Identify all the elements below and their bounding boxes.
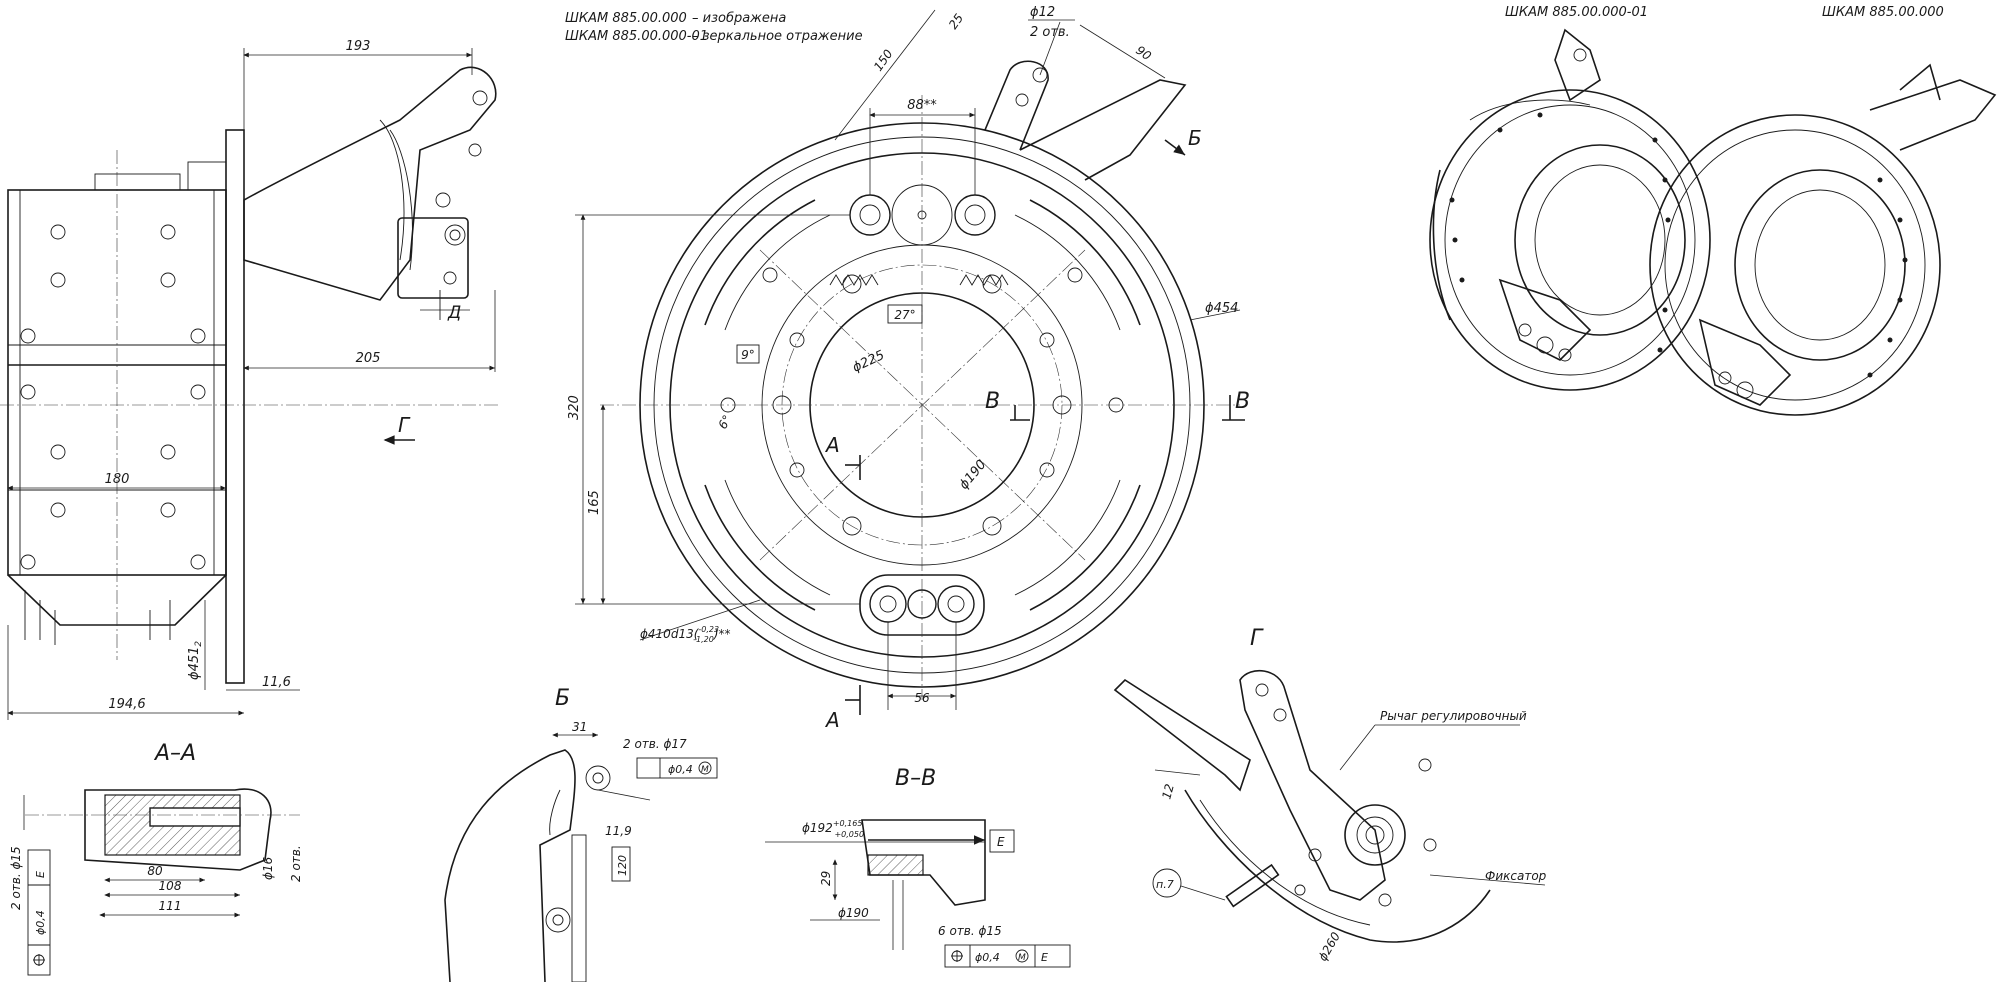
flange-plate xyxy=(225,129,245,684)
dim-d454: ϕ454 xyxy=(1205,301,1238,316)
dim-165: 165 xyxy=(587,490,602,515)
dim-9: 9° xyxy=(741,348,755,362)
view-b: Б 31 2 отв. ϕ17 ϕ0,4 M 11,9 120 xyxy=(444,686,718,982)
dim-aa-2otv-d15: 2 отв. ϕ15 xyxy=(9,846,23,910)
label-d: Д xyxy=(447,303,461,323)
dim-150: 150 xyxy=(871,47,896,74)
section-vv: В–В ϕ192+0,165+0,050 E 29 ϕ190 6 отв. ϕ1… xyxy=(765,766,1071,968)
tol-vv-datum: E xyxy=(1041,951,1048,964)
dim-193: 193 xyxy=(346,39,371,54)
side-view: 193 205 180 194,6 11,6 ϕ4512 Д Г xyxy=(0,39,500,720)
view-g-lever-arm xyxy=(1113,678,1251,792)
arrow-g: Г xyxy=(398,413,411,437)
dim-320: 320 xyxy=(567,395,582,420)
dim-vv-d190: ϕ190 xyxy=(838,906,869,920)
designation-mirror-note: – зеркальное отражение xyxy=(692,29,863,44)
dim-g-12: 12 xyxy=(1159,782,1176,800)
dim-d451: ϕ4512 xyxy=(187,641,204,680)
iso-left-label: ШКАМ 885.00.000-01 xyxy=(1505,5,1648,20)
iso-right-label: ШКАМ 885.00.000 xyxy=(1822,5,1944,20)
dim-vv-29: 29 xyxy=(819,871,833,886)
dim-aa-111: 111 xyxy=(159,899,182,913)
iso-assembly-right xyxy=(1649,63,1997,416)
dim-6: 6° xyxy=(715,413,734,432)
header-designations: ШКАМ 885.00.000 – изображена ШКАМ 885.00… xyxy=(565,5,1944,44)
dim-aa-80: 80 xyxy=(147,864,163,878)
item-ref-p7: п.7 xyxy=(1156,878,1174,891)
tol-vv-mod: M xyxy=(1018,953,1026,963)
section-vv-title: В–В xyxy=(895,766,936,791)
dim-b-2otv-d17: 2 отв. ϕ17 xyxy=(623,737,687,751)
dim-b-120: 120 xyxy=(616,855,629,876)
label-lever: Рычаг регулировочный xyxy=(1380,709,1527,723)
front-view: 320 165 88** 150 25 ϕ12 2 отв. 90 Б 27° … xyxy=(567,5,1250,732)
dim-205: 205 xyxy=(356,351,381,366)
dim-g-d260: ϕ260 xyxy=(1315,929,1343,963)
dim-vv-6otv: 6 отв. ϕ15 xyxy=(938,924,1002,938)
dim-vv-d192: ϕ192+0,165+0,050 xyxy=(802,819,864,839)
dim-d410: ϕ410d13(-0,23-1,20)** xyxy=(640,625,730,644)
label-v-left: В xyxy=(985,389,1000,414)
dim-194-6: 194,6 xyxy=(108,697,145,712)
label-b-cut: Б xyxy=(1188,126,1202,150)
dim-56: 56 xyxy=(914,691,930,705)
view-g: Г Рычаг регулировочный Фиксатор 12 ϕ260 … xyxy=(1113,626,1547,964)
dim-25: 25 xyxy=(946,11,966,32)
tol-vv-value: ϕ0,4 xyxy=(975,951,1000,964)
rivet-holes xyxy=(20,224,206,570)
designation-main: ШКАМ 885.00.000 xyxy=(565,11,687,26)
dim-b-31: 31 xyxy=(572,720,587,734)
dim-d225: ϕ225 xyxy=(850,348,887,376)
label-a-mid: А xyxy=(824,433,840,457)
iso-rivets xyxy=(1449,112,1908,378)
label-a-bottom: А xyxy=(824,708,840,732)
tol-aa-value: ϕ0,4 xyxy=(34,910,47,935)
dim-d190: ϕ190 xyxy=(957,457,990,492)
dim-aa-d16: ϕ16 xyxy=(261,856,275,880)
datum-vv-e: E xyxy=(997,835,1005,849)
tol-b-value: ϕ0,4 xyxy=(668,763,693,776)
dim-11-6: 11,6 xyxy=(262,675,291,690)
designation-main-note: – изображена xyxy=(692,11,786,26)
section-aa: А–А 80 108 111 2 отв. ϕ15 ϕ16 2 отв. ϕ0,… xyxy=(9,741,303,976)
view-g-title: Г xyxy=(1250,626,1264,651)
label-fixator: Фиксатор xyxy=(1485,869,1547,883)
isometric-views xyxy=(1429,28,1997,416)
dim-88: 88** xyxy=(907,98,937,113)
dim-27: 27° xyxy=(894,308,915,322)
lever-top xyxy=(984,60,1049,151)
bracket-arm xyxy=(243,66,497,301)
dim-b-11-9: 11,9 xyxy=(605,824,632,838)
section-aa-title: А–А xyxy=(153,741,196,766)
iso-assembly-left xyxy=(1429,28,1711,391)
view-b-title: Б xyxy=(555,686,570,711)
dim-aa-108: 108 xyxy=(159,879,182,893)
dim-2otv-front: 2 отв. xyxy=(1030,25,1070,40)
dim-aa-2otv: 2 отв. xyxy=(289,845,303,882)
tol-aa-datum: E xyxy=(34,871,47,878)
label-v-right: В xyxy=(1235,389,1250,414)
bolt-holes xyxy=(720,267,1124,536)
dim-180: 180 xyxy=(105,472,130,487)
tol-b-mod: M xyxy=(701,765,709,775)
dim-d12: ϕ12 xyxy=(1030,5,1055,20)
designation-mirror: ШКАМ 885.00.000-01 xyxy=(565,29,708,44)
